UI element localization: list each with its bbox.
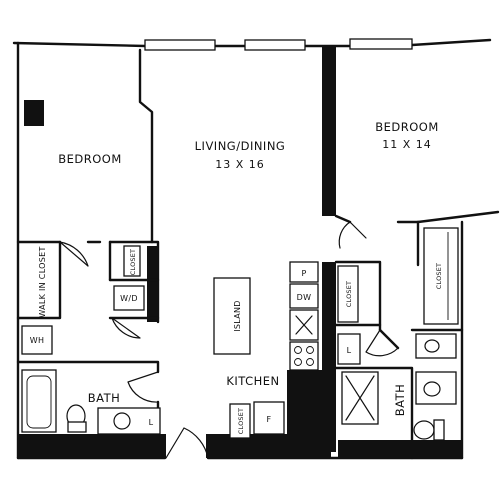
- washer-dryer-label: W/D: [120, 294, 138, 303]
- linen-right-label: L: [347, 346, 352, 355]
- island-label: ISLAND: [233, 300, 242, 332]
- interior-walls: [16, 46, 464, 460]
- closet-hall-label: CLOSET: [345, 281, 353, 307]
- kitchen-island: ISLAND: [213, 277, 251, 355]
- fridge: F: [253, 401, 285, 435]
- closet-left-label: CLOSET: [129, 249, 137, 275]
- fridge-label: F: [267, 415, 272, 424]
- bath-right-label: BATH: [393, 384, 407, 417]
- walk-in-closet-label: WALK IN CLOSET: [38, 246, 47, 317]
- closet-bedroom-right-label: CLOSET: [435, 263, 443, 289]
- kitchen-counter: P DW: [289, 261, 319, 371]
- door-swings: [59, 221, 399, 459]
- bedroom-right-dimensions: 11 X 14: [382, 138, 432, 151]
- windows: [144, 38, 413, 51]
- water-heater-label: WH: [30, 336, 45, 345]
- living-dining-dimensions: 13 X 16: [215, 158, 265, 171]
- bath-left-label: BATH: [88, 391, 121, 405]
- pantry-label: P: [301, 269, 306, 278]
- linen-right: L: [337, 333, 361, 365]
- walk-in-closet: WALK IN CLOSET: [38, 246, 47, 317]
- kitchen-label: KITCHEN: [226, 374, 279, 388]
- bedroom-left-label: BEDROOM: [58, 152, 122, 166]
- living-dining-label: LIVING/DINING: [195, 139, 286, 153]
- dishwasher-label: DW: [297, 293, 312, 302]
- bath-right-fixtures: [341, 333, 457, 441]
- closet-hall: CLOSET: [337, 265, 359, 323]
- water-heater: WH: [21, 325, 53, 355]
- closet-kitchen-label: CLOSET: [237, 408, 245, 434]
- room-labels: BEDROOM LIVING/DINING 13 X 16 BEDROOM 11…: [58, 120, 439, 417]
- closet-left: CLOSET: [123, 245, 141, 277]
- linen-left-label: L: [149, 418, 154, 427]
- bedroom-right-label: BEDROOM: [375, 120, 439, 134]
- closet-bedroom-right: CLOSET: [423, 227, 459, 325]
- bath-left-fixtures: L: [21, 369, 161, 435]
- kitchen-closet: CLOSET: [229, 403, 251, 439]
- washer-dryer: W/D: [113, 285, 145, 311]
